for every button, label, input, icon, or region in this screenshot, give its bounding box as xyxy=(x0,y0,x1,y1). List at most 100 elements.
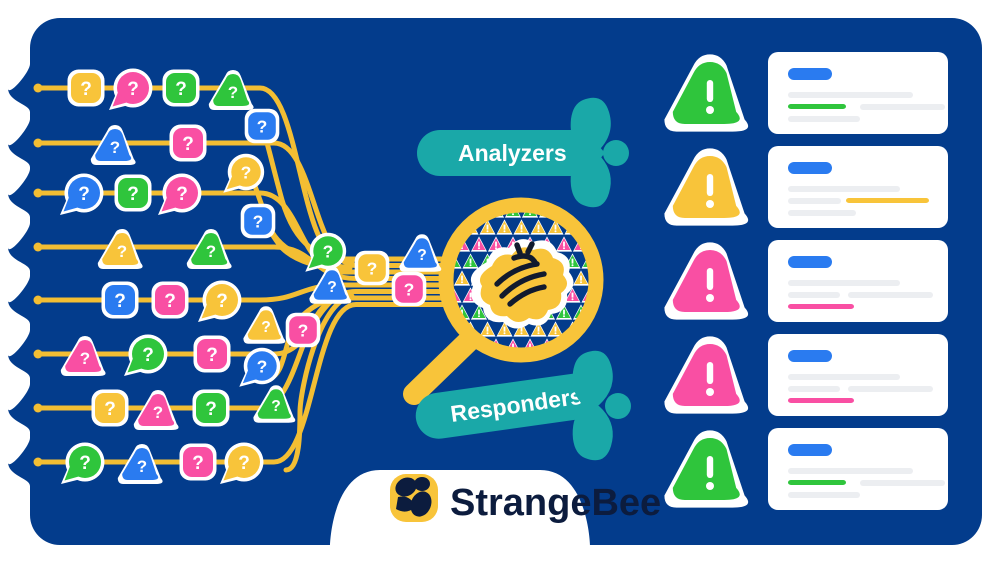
node-question-glyph: ? xyxy=(142,345,154,366)
feed-node-speech-bubble: ? xyxy=(223,153,265,193)
feed-node-rounded-square: ? xyxy=(162,69,200,107)
feed-node-rounded-square: ? xyxy=(67,69,105,107)
feed-node-rounded-square: ? xyxy=(240,203,276,239)
alert-card-line xyxy=(860,480,945,486)
node-question-glyph: ? xyxy=(327,279,337,296)
magnifier-rim xyxy=(438,197,604,363)
feed-node-triangle: ? xyxy=(399,234,442,272)
node-question-glyph: ? xyxy=(367,258,378,278)
badge-analyzers[interactable]: Analyzers xyxy=(417,97,629,208)
node-question-glyph: ? xyxy=(164,291,176,312)
alert-row[interactable] xyxy=(664,428,948,510)
feed-node-triangle: ? xyxy=(90,124,136,165)
feed-node-rounded-square: ? xyxy=(169,124,207,162)
node-question-glyph: ? xyxy=(104,399,116,420)
feed-node-rounded-square: ? xyxy=(101,281,139,319)
feed-node-speech-bubble: ? xyxy=(124,334,168,376)
connector-line xyxy=(283,293,355,473)
node-question-glyph: ? xyxy=(257,116,268,136)
node-question-glyph: ? xyxy=(79,453,91,474)
alert-row[interactable] xyxy=(664,240,948,322)
node-question-glyph: ? xyxy=(323,241,334,261)
feed-node-triangle: ? xyxy=(133,390,179,430)
badge-responders[interactable]: Responders xyxy=(413,350,631,461)
alert-card-line xyxy=(788,398,854,403)
feed-node-speech-bubble: ? xyxy=(220,442,264,484)
node-question-glyph: ? xyxy=(206,242,216,261)
node-question-glyph: ? xyxy=(78,184,90,205)
node-question-glyph: ? xyxy=(137,457,147,476)
node-question-glyph: ? xyxy=(257,356,268,376)
node-question-glyph: ? xyxy=(153,403,163,422)
feed-node-rounded-square: ? xyxy=(91,389,129,427)
connector-origin-dot xyxy=(33,138,43,148)
connector-origin-dot xyxy=(33,242,43,252)
node-question-glyph: ? xyxy=(216,291,228,312)
alert-card-line xyxy=(860,104,945,110)
node-question-glyph: ? xyxy=(110,138,120,157)
alert-row[interactable] xyxy=(664,334,948,416)
alert-card-title-pill xyxy=(788,444,832,456)
node-question-glyph: ? xyxy=(417,247,427,264)
node-question-glyph: ? xyxy=(127,184,139,205)
alert-card-line xyxy=(788,304,854,309)
alert-card-line xyxy=(788,116,860,122)
alert-card-line xyxy=(788,492,860,498)
magnifying-glass xyxy=(403,197,604,405)
node-question-glyph: ? xyxy=(253,211,264,231)
brand-name: StrangeBee xyxy=(450,482,661,524)
alert-row[interactable] xyxy=(664,146,948,228)
alert-card-line xyxy=(788,198,841,204)
alert-card-line xyxy=(788,210,856,216)
cortex-flower-icon-analyzers xyxy=(570,97,629,208)
node-question-glyph: ? xyxy=(228,83,238,102)
alert-card-line xyxy=(848,292,933,298)
feed-node-rounded-square: ? xyxy=(285,312,321,348)
node-question-glyph: ? xyxy=(298,320,309,340)
node-question-glyph: ? xyxy=(127,79,139,100)
connector-origin-dot xyxy=(33,83,43,93)
alert-card-title-pill xyxy=(788,350,832,362)
alert-card-line xyxy=(788,280,900,286)
feed-node-rounded-square: ? xyxy=(114,174,152,212)
feed-nodes: ???????????????????????? xyxy=(60,68,264,484)
warning-triangle-icon xyxy=(664,242,749,320)
feed-node-triangle: ? xyxy=(208,70,254,110)
feed-node-speech-bubble: ? xyxy=(158,173,202,215)
warning-triangle-icon xyxy=(664,148,749,226)
node-question-glyph: ? xyxy=(205,399,217,420)
node-question-glyph: ? xyxy=(80,79,92,100)
alert-card-line xyxy=(846,198,929,203)
node-question-glyph: ? xyxy=(271,398,281,415)
feed-node-rounded-square: ? xyxy=(391,271,427,307)
feed-node-speech-bubble: ? xyxy=(239,347,281,387)
node-question-glyph: ? xyxy=(176,184,188,205)
responders-badge-shape xyxy=(415,372,608,439)
node-question-glyph: ? xyxy=(404,279,415,299)
alert-card-line xyxy=(788,374,900,380)
feed-node-speech-bubble: ? xyxy=(61,442,105,484)
node-question-glyph: ? xyxy=(117,242,127,261)
node-question-glyph: ? xyxy=(80,349,90,368)
feed-node-triangle: ? xyxy=(186,229,232,269)
badge-analyzers-label: Analyzers xyxy=(458,140,567,166)
feed-node-speech-bubble: ? xyxy=(60,173,104,215)
feed-node-triangle: ? xyxy=(309,266,352,304)
alert-row[interactable] xyxy=(664,52,948,134)
feed-node-rounded-square: ? xyxy=(151,281,189,319)
feed-node-rounded-square: ? xyxy=(179,443,217,481)
connector-origin-dot xyxy=(33,349,43,359)
feed-node-rounded-square: ? xyxy=(193,335,231,373)
feed-node-triangle: ? xyxy=(253,385,296,423)
alert-card-line xyxy=(788,480,846,485)
alert-card-title-pill xyxy=(788,68,832,80)
warning-triangle-icon xyxy=(664,336,749,414)
connector-origin-dot xyxy=(33,188,43,198)
warning-triangle-icon xyxy=(664,54,749,132)
brand-logo-lockup: StrangeBee xyxy=(390,474,661,524)
connector-origin-dot xyxy=(33,457,43,467)
cortex-flower-icon-responders xyxy=(572,350,631,461)
feed-node-rounded-square: ? xyxy=(192,389,230,427)
alert-card-line xyxy=(788,292,840,298)
node-question-glyph: ? xyxy=(241,162,252,182)
